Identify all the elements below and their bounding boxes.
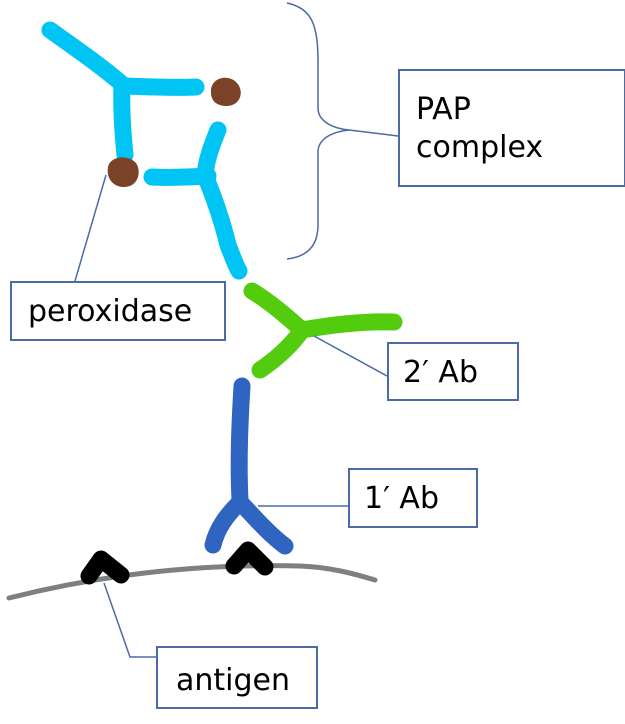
peroxidase-label-text: peroxidase (28, 294, 193, 329)
peroxidase-label: peroxidase (10, 281, 226, 341)
pap-antibody-1 (41, 21, 205, 164)
pap-antibody-2 (143, 121, 248, 280)
peroxidase-bottom (107, 157, 139, 187)
primary-ab-label: 1′ Ab (348, 468, 478, 528)
pap-complex-label: PAP complex (398, 69, 625, 187)
antigen-left (80, 550, 130, 585)
antigen-label-text: antigen (176, 663, 291, 698)
pap-label-line1: PAP (416, 92, 471, 127)
secondary-ab-label: 2′ Ab (387, 342, 519, 401)
primary-ab-label-text: 1′ Ab (364, 481, 439, 516)
pap-leader-line (348, 129, 399, 137)
pap-label-line2: complex (416, 129, 544, 165)
peroxidase-top (210, 77, 241, 107)
antigen-leader-line (103, 582, 156, 658)
secondary-antibody (243, 282, 403, 379)
secondary-ab-label-text: 2′ Ab (403, 355, 478, 390)
pap-brace (286, 2, 350, 260)
secondary-ab-leader-line (313, 335, 388, 377)
cell-membrane (6, 563, 378, 601)
antigen-right (225, 541, 274, 576)
peroxidase-leader-line (74, 174, 107, 282)
antigen-label: antigen (156, 646, 318, 709)
primary-antibody (204, 377, 294, 555)
